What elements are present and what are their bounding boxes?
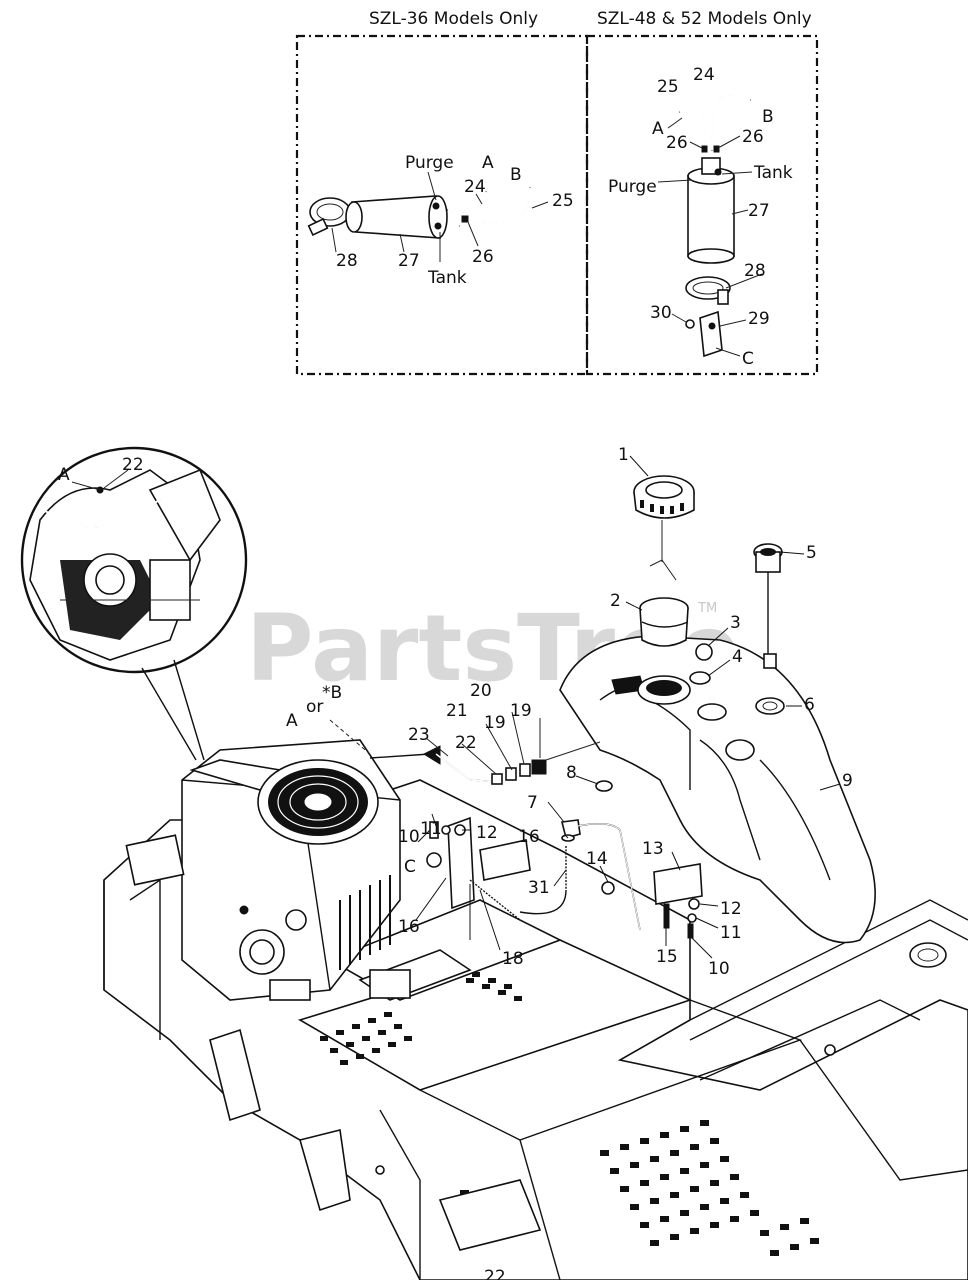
leader-lines (415, 455, 841, 959)
lbl-3: 3 (730, 613, 741, 633)
szl48-box (585, 34, 819, 376)
page-number: 22 (484, 1267, 506, 1280)
lbl-11a: 11 (420, 819, 442, 839)
szl36-box (295, 34, 589, 376)
canister-27-vertical (687, 175, 735, 257)
lbl-5: 5 (806, 543, 817, 563)
spring-18 (469, 879, 521, 921)
lbl36-24: 24 (464, 177, 486, 197)
part-4 (689, 671, 711, 685)
lbl48-a: A (652, 119, 664, 139)
lbl48-c: C (742, 349, 754, 369)
lbl-8: 8 (566, 763, 577, 783)
lbl-14: 14 (586, 849, 608, 869)
detail-inset (20, 446, 248, 761)
fuel-valve-7 (561, 780, 641, 931)
canister-27 (351, 195, 441, 239)
lbl36-26: 26 (472, 247, 494, 267)
floor-perforations (320, 960, 819, 1256)
lbl-7: 7 (527, 793, 538, 813)
lbl48-purge: Purge (608, 177, 657, 197)
fuel-sender-5 (753, 543, 783, 669)
lbl-11b: 11 (720, 923, 742, 943)
lbl-2: 2 (610, 591, 621, 611)
lbl36-purge: Purge (405, 153, 454, 173)
lbl36-a: A (482, 153, 494, 173)
watermark-tm: TM (697, 601, 717, 616)
tank-bracket-left (426, 816, 531, 910)
lbl48-28: 28 (744, 261, 766, 281)
lbl48-b: B (762, 107, 774, 127)
lbl-13: 13 (642, 839, 664, 859)
lbl-10b: 10 (708, 959, 730, 979)
lbl-31: 31 (528, 878, 550, 898)
lbl-9: 9 (842, 771, 853, 791)
lbl-16b: 16 (398, 917, 420, 937)
szl36-canister-assembly (307, 171, 549, 262)
fuel-line-assembly (329, 711, 601, 785)
szl36-header: SZL-36 Models Only (369, 9, 538, 29)
szl48-canister-assembly (657, 94, 763, 358)
lbl48-26b: 26 (742, 127, 764, 147)
lbl-15: 15 (656, 947, 678, 967)
lbl-12a: 12 (476, 823, 498, 843)
lbl36-25: 25 (552, 191, 574, 211)
lbl-21: 21 (446, 701, 468, 721)
gas-cap-1 (633, 475, 695, 581)
part-3 (695, 643, 713, 661)
lbl36-b: B (510, 165, 522, 185)
engine (125, 739, 401, 1001)
lbl48-tank: Tank (753, 163, 793, 183)
lbl-6: 6 (804, 695, 815, 715)
lbl-4: 4 (732, 647, 743, 667)
lbl36-27: 27 (398, 251, 420, 271)
inset-lbl-22: 22 (122, 455, 144, 475)
spring-31 (519, 846, 567, 915)
lbl-10a: 10 (398, 827, 420, 847)
lbl-main-or: or (306, 697, 323, 717)
lbl-22: 22 (455, 733, 477, 753)
tank-bracket-right (653, 863, 703, 939)
lbl-23: 23 (408, 725, 430, 745)
lbl-1: 1 (618, 445, 629, 465)
lbl48-27: 27 (748, 201, 770, 221)
lbl-main-starb: *B (322, 683, 342, 703)
lbl48-24: 24 (693, 65, 715, 85)
nut-14 (601, 881, 615, 895)
lbl48-30: 30 (650, 303, 672, 323)
grommet-6 (755, 697, 785, 715)
lbl48-29: 29 (748, 309, 770, 329)
filler-neck-2 (637, 597, 691, 705)
lbl-20: 20 (470, 681, 492, 701)
lbl-18: 18 (502, 949, 524, 969)
lbl-19a: 19 (484, 713, 506, 733)
lbl-main-a: A (286, 711, 298, 731)
lbl-19b: 19 (510, 701, 532, 721)
szl48-header: SZL-48 & 52 Models Only (597, 9, 812, 29)
lbl48-26a: 26 (666, 133, 688, 153)
inset-lbl-a: A (58, 465, 70, 485)
lbl36-28: 28 (336, 251, 358, 271)
lbl48-25: 25 (657, 77, 679, 97)
lbl-main-c: C (404, 857, 416, 877)
lbl-16a: 16 (518, 827, 540, 847)
lbl36-tank: Tank (427, 268, 467, 288)
lbl-12b: 12 (720, 899, 742, 919)
